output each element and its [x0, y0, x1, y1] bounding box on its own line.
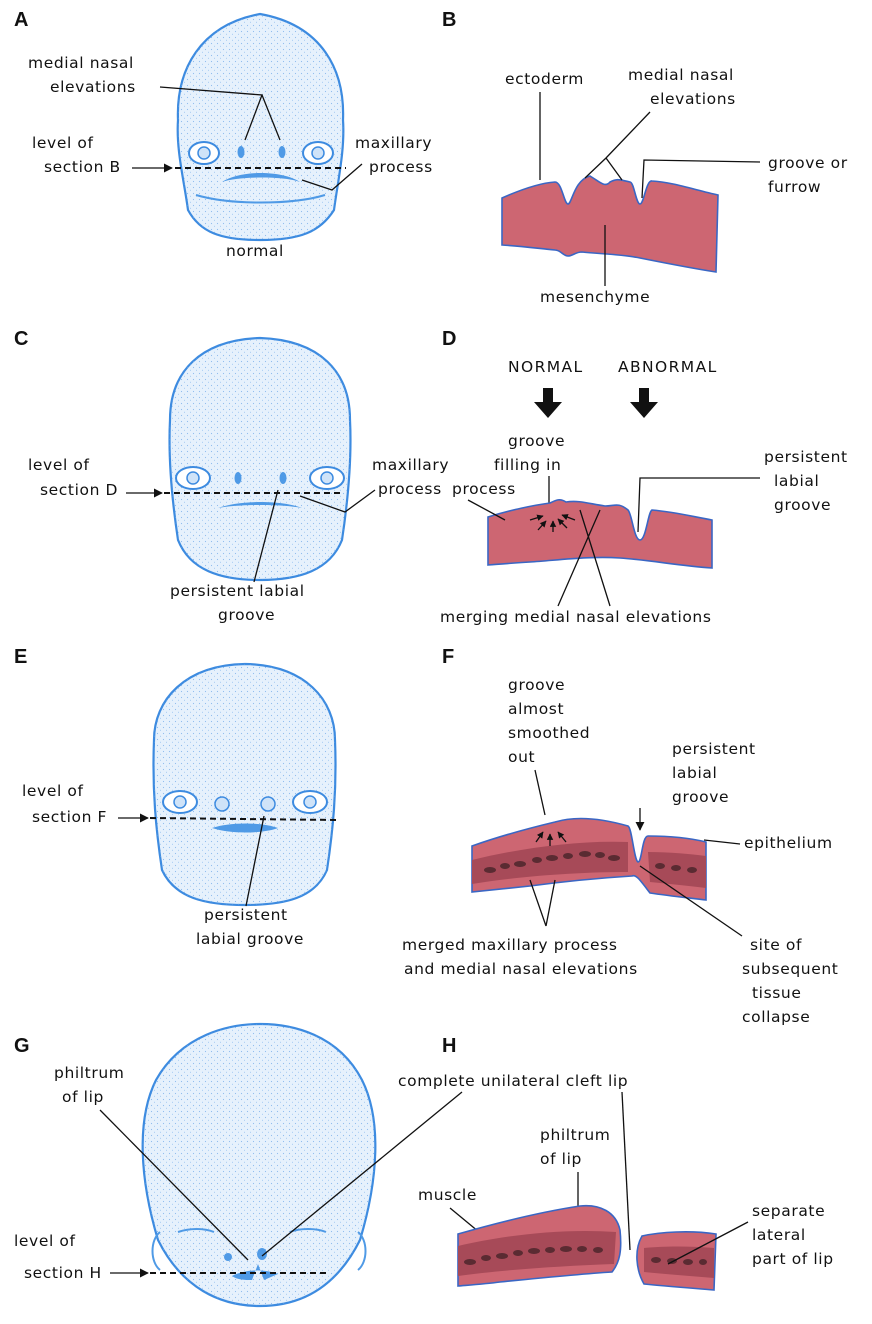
panel-f: F groove almost smoothed out persistent …: [402, 646, 838, 1026]
arrow-abnormal-icon: [630, 388, 658, 418]
label-philtrum-h-2: of lip: [540, 1150, 582, 1168]
leader-groove-f: [535, 770, 545, 815]
label-muscle: muscle: [418, 1186, 477, 1204]
label-cleft-h: complete unilateral cleft lip: [398, 1072, 628, 1090]
panel-c-letter: C: [14, 328, 28, 350]
panel-e-letter: E: [14, 646, 27, 668]
label-mesenchyme: mesenchyme: [540, 288, 650, 306]
leader-merged-f: [530, 880, 555, 926]
label-maxillary-c-2: process: [378, 480, 442, 498]
label-level-c-2: section D: [40, 481, 118, 499]
label-groove-f-1: groove: [508, 676, 565, 694]
panel-h-letter: H: [442, 1035, 456, 1057]
panel-c: C level of section D maxillary process p…: [14, 328, 449, 624]
label-medial-nasal-a-1: medial nasal: [28, 54, 134, 72]
label-medial-nasal-b-2: elevations: [650, 90, 736, 108]
panel-a: A medial nasal elevations level of secti…: [14, 9, 433, 260]
label-medial-nasal-a-2: elevations: [50, 78, 136, 96]
label-groove-f-2: almost: [508, 700, 564, 718]
panel-b-letter: B: [442, 9, 456, 31]
panel-e: E level of section F persistent labial g…: [14, 646, 338, 948]
label-level-a-1: level of: [32, 134, 94, 152]
label-ectoderm: ectoderm: [505, 70, 584, 88]
embryo-face-c: [169, 338, 350, 580]
label-persistent-f-1: persistent: [672, 740, 756, 758]
label-site-f-3: tissue: [752, 984, 802, 1002]
label-persistent-e-1: persistent: [204, 906, 288, 924]
label-epithelium: epithelium: [744, 834, 833, 852]
label-normal-a: normal: [226, 242, 284, 260]
embryo-face-a: [178, 14, 344, 240]
label-groove-fill-1: groove: [508, 432, 565, 450]
label-separate-h-1: separate: [752, 1202, 825, 1220]
panel-b: B ectoderm medial nasal elevations groov…: [442, 9, 848, 306]
label-groove-b-1: groove or: [768, 154, 848, 172]
label-maxillary-c-1: maxillary: [372, 456, 449, 474]
label-separate-h-3: part of lip: [752, 1250, 834, 1268]
panel-d: D NORMAL ABNORMAL groove filling in maxi…: [372, 328, 848, 626]
label-level-e-2: section F: [32, 808, 107, 826]
label-level-e-1: level of: [22, 782, 84, 800]
embryo-face-g: [143, 1024, 376, 1306]
label-medial-nasal-b-1: medial nasal: [628, 66, 734, 84]
label-merged-f-1: merged maxillary process: [402, 936, 618, 954]
label-site-f-2: subsequent: [742, 960, 838, 978]
label-normal-d: NORMAL: [508, 358, 584, 376]
label-maxillary-a-1: maxillary: [355, 134, 432, 152]
label-maxillary-d-2: process: [452, 480, 516, 498]
leader-epithelium: [704, 840, 740, 844]
label-level-a-2: section B: [44, 158, 121, 176]
panel-g: G philtrum of lip level of section H: [14, 1024, 375, 1306]
label-persistent-d-3: groove: [774, 496, 831, 514]
section-b-tissue: [502, 176, 718, 272]
panel-d-letter: D: [442, 328, 456, 350]
label-philtrum-h-1: philtrum: [540, 1126, 610, 1144]
arrow-normal-icon: [534, 388, 562, 418]
label-philtrum-g-2: of lip: [62, 1088, 104, 1106]
label-groove-f-3: smoothed: [508, 724, 590, 742]
label-groove-fill-2: filling in: [494, 456, 561, 474]
panel-g-letter: G: [14, 1035, 30, 1057]
leader-medial-nasal-b: [585, 112, 650, 180]
label-site-f-4: collapse: [742, 1008, 810, 1026]
panel-f-letter: F: [442, 646, 454, 668]
label-merged-f-2: and medial nasal elevations: [404, 960, 638, 978]
label-site-f-1: site of: [750, 936, 802, 954]
label-persistent-f-2: labial: [672, 764, 717, 782]
section-d-tissue: [488, 500, 712, 568]
label-level-g-2: section H: [24, 1264, 102, 1282]
label-philtrum-g-1: philtrum: [54, 1064, 124, 1082]
section-h-tissue: [458, 1206, 716, 1290]
label-level-g-1: level of: [14, 1232, 76, 1250]
embryo-face-e: [153, 664, 335, 905]
label-persistent-d-1: persistent: [764, 448, 848, 466]
label-persistent-c-2: groove: [218, 606, 275, 624]
label-persistent-f-3: groove: [672, 788, 729, 806]
label-separate-h-2: lateral: [752, 1226, 806, 1244]
label-maxillary-a-2: process: [369, 158, 433, 176]
leader-maxillary-d: [468, 500, 505, 520]
label-merging-d: merging medial nasal elevations: [440, 608, 712, 626]
label-groove-b-2: furrow: [768, 178, 821, 196]
label-persistent-d-2: labial: [774, 472, 819, 490]
label-persistent-c-1: persistent labial: [170, 582, 305, 600]
label-abnormal-d: ABNORMAL: [618, 358, 718, 376]
panel-a-letter: A: [14, 9, 28, 31]
label-persistent-e-2: labial groove: [196, 930, 304, 948]
leader-cleft-h: [622, 1092, 630, 1250]
label-level-c-1: level of: [28, 456, 90, 474]
label-groove-f-4: out: [508, 748, 535, 766]
